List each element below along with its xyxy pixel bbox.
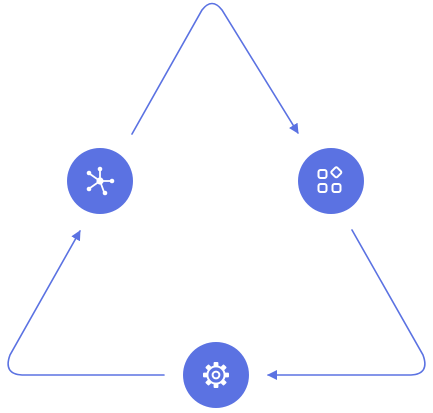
edge-network-to-apps (131, 2, 299, 135)
node-settings (183, 342, 249, 408)
edge-settings-to-network (7, 230, 165, 376)
network-icon (86, 166, 115, 196)
node-network (67, 148, 133, 214)
apps-grid-icon (317, 166, 343, 193)
node-apps (298, 148, 364, 214)
node-apps-circle (298, 148, 364, 214)
gear-icon (203, 362, 229, 388)
edge-apps-to-settings (267, 229, 426, 380)
